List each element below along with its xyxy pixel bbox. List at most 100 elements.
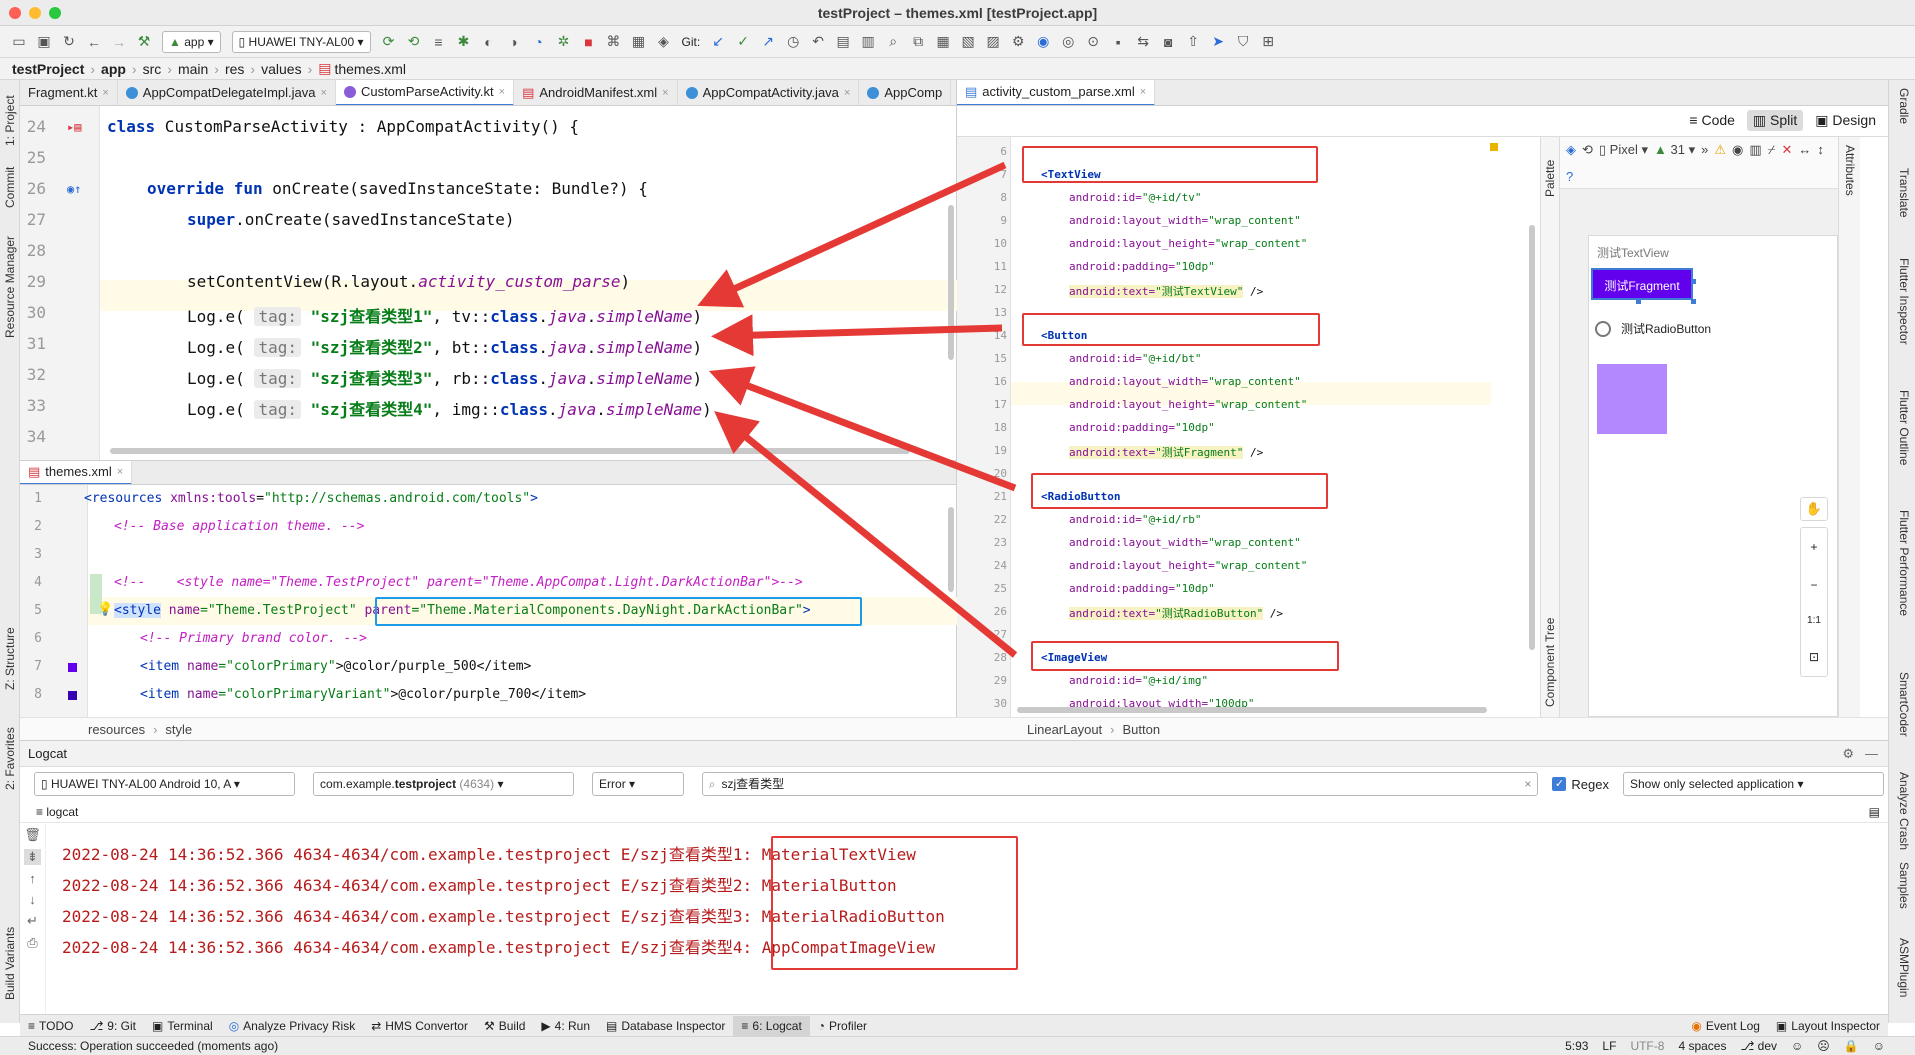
- caret-position[interactable]: 5:93: [1565, 1039, 1589, 1053]
- tool-window-flutter-inspector[interactable]: Flutter Inspector: [1897, 258, 1911, 345]
- override-gutter-icon[interactable]: ◉↑: [67, 182, 82, 196]
- constraint-icon[interactable]: ⌿: [1767, 141, 1776, 157]
- tool-window-gradle[interactable]: Gradle: [1897, 88, 1911, 125]
- hammer-icon[interactable]: ⚒: [137, 33, 151, 49]
- orientation-icon[interactable]: ⟲: [1582, 141, 1593, 157]
- tab-androidmanifest[interactable]: ▤AndroidManifest.xml×: [514, 80, 678, 105]
- logcat-level-select[interactable]: Error ▾: [592, 772, 684, 796]
- attach-icon[interactable]: ◑: [509, 33, 518, 50]
- tool-window-commit[interactable]: Commit: [3, 166, 17, 208]
- file-encoding[interactable]: UTF-8: [1630, 1039, 1665, 1053]
- device-manager-icon[interactable]: ▨: [986, 33, 1000, 49]
- git-commit-icon[interactable]: ✓: [737, 33, 750, 49]
- back-icon[interactable]: ←: [87, 33, 101, 50]
- tool-build[interactable]: ⚒Build: [483, 1018, 526, 1033]
- trash-icon[interactable]: 🗑: [24, 827, 41, 842]
- zoom-out-icon[interactable]: −: [1810, 577, 1818, 592]
- tool-todo[interactable]: ≡TODO: [28, 1018, 74, 1033]
- tool-window-smartcoder[interactable]: SmartCoder: [1897, 672, 1911, 737]
- preview-radiobutton[interactable]: 测试RadioButton: [1595, 320, 1711, 337]
- coverage-icon[interactable]: ◐: [484, 33, 493, 50]
- indent-setting[interactable]: 4 spaces: [1678, 1039, 1727, 1053]
- tab-themes-xml[interactable]: ▤themes.xml×: [20, 461, 133, 484]
- git-rollback-icon[interactable]: ↶: [812, 33, 825, 49]
- zoom-in-icon[interactable]: +: [1810, 539, 1818, 554]
- flutter-icon[interactable]: ◉: [1037, 33, 1050, 49]
- logcat-output[interactable]: 2022-08-24 14:36:52.366 4634-4634/com.ex…: [62, 841, 1862, 965]
- device-select[interactable]: ▯ HUAWEI TNY-AL00 ▾: [231, 30, 371, 53]
- close-icon[interactable]: ×: [662, 86, 669, 99]
- tool-terminal[interactable]: ▣Terminal: [151, 1018, 213, 1033]
- logcat-search-input[interactable]: ⌕szj查看类型×: [701, 772, 1539, 796]
- git-history-icon[interactable]: ◷: [787, 33, 800, 49]
- warning-marker[interactable]: [1490, 143, 1498, 151]
- tool-window-asmplugin[interactable]: ASMPlugin: [1897, 938, 1911, 998]
- avd-icon[interactable]: ▦: [631, 33, 646, 49]
- pan-icon[interactable]: ✋: [1800, 497, 1828, 521]
- tool-window-flutter-outline[interactable]: Flutter Outline: [1897, 390, 1911, 466]
- wrap-icon[interactable]: ↵: [27, 913, 38, 928]
- logcat-device-select[interactable]: ▯ HUAWEI TNY-AL00 Android 10, A ▾: [34, 772, 296, 796]
- zoom-actual-icon[interactable]: 1:1: [1807, 615, 1821, 627]
- breadcrumb-item[interactable]: testProject: [12, 60, 85, 77]
- tool-database-inspector[interactable]: ▤Database Inspector: [606, 1018, 726, 1033]
- tool-window-translate[interactable]: Translate: [1897, 168, 1911, 218]
- camera-icon[interactable]: ◙: [1163, 33, 1173, 50]
- debug-attach-icon[interactable]: ✲: [557, 33, 570, 49]
- more-icon[interactable]: »: [1701, 142, 1709, 157]
- open-folder-icon[interactable]: ▭: [12, 33, 26, 49]
- git-push-icon[interactable]: ↗: [762, 33, 775, 49]
- logcat-layout-icon[interactable]: ▤: [1868, 805, 1880, 819]
- breadcrumb-item[interactable]: src: [142, 60, 162, 77]
- run-list-icon[interactable]: ≡: [434, 33, 443, 50]
- neutral-face-icon[interactable]: ☹: [1817, 1039, 1830, 1053]
- logcat-filter-select[interactable]: Show only selected application ▾: [1623, 772, 1885, 796]
- apply-code-icon[interactable]: ⟲: [407, 33, 420, 49]
- close-icon[interactable]: ×: [102, 86, 109, 99]
- tool-window-structure[interactable]: Z: Structure: [3, 627, 17, 690]
- maximize-window-button[interactable]: [49, 7, 61, 19]
- split-mode-button[interactable]: ▥ Split: [1746, 110, 1804, 131]
- tool-logcat[interactable]: ≡6: Logcat: [733, 1015, 810, 1036]
- tab-appcompatactivity[interactable]: AppCompatActivity.java×: [678, 80, 860, 105]
- close-window-button[interactable]: [9, 7, 21, 19]
- layout-xml-horizontal-scrollbar[interactable]: [1017, 707, 1487, 713]
- close-icon[interactable]: ×: [320, 86, 327, 99]
- close-icon[interactable]: ×: [843, 86, 851, 99]
- preview-textview[interactable]: 测试TextView: [1597, 246, 1669, 260]
- scroll-up-icon[interactable]: ↑: [29, 871, 36, 886]
- eye-icon[interactable]: ◉: [1731, 141, 1744, 157]
- tool-window-project[interactable]: 1: Project: [3, 95, 17, 146]
- forward-icon[interactable]: →: [112, 33, 126, 50]
- disk-icon[interactable]: ▪: [1115, 33, 1121, 50]
- vertical-size-icon[interactable]: ↕: [1817, 142, 1824, 157]
- preview-imageview[interactable]: [1597, 364, 1667, 434]
- logcat-hide-icon[interactable]: —: [1865, 746, 1878, 761]
- tab-appcomp[interactable]: AppComp: [859, 80, 952, 105]
- horizontal-size-icon[interactable]: ↔: [1798, 142, 1812, 157]
- target-icon[interactable]: ⊙: [1087, 33, 1100, 49]
- save-icon[interactable]: ▣: [37, 33, 51, 49]
- settings-icon[interactable]: ⚙: [1011, 33, 1025, 49]
- logcat-process-select[interactable]: com.example.testproject (4634) ▾: [313, 772, 575, 796]
- breadcrumb-item[interactable]: themes.xml: [334, 60, 407, 77]
- soft-wrap-icon[interactable]: ⇟: [24, 849, 41, 865]
- upload-icon[interactable]: ⇧: [1187, 33, 1200, 49]
- component-tree-tab[interactable]: Component Tree: [1543, 617, 1557, 707]
- stop-icon[interactable]: ■: [584, 33, 593, 50]
- kotlin-code[interactable]: 24 25 26 27 28 29 30 31 32 33 34 ▸▤ ◉↑ c…: [26, 117, 712, 446]
- color-swatch-primary[interactable]: [68, 663, 77, 672]
- lock-icon[interactable]: 🔒: [1843, 1039, 1859, 1053]
- palette-tab[interactable]: Palette: [1543, 159, 1557, 197]
- design-mode-button[interactable]: ▣ Design: [1815, 112, 1876, 128]
- resize-handle[interactable]: [1691, 279, 1696, 284]
- logcat-subtab[interactable]: ≡ logcat: [36, 805, 79, 819]
- layout-icon[interactable]: ▥: [861, 33, 875, 49]
- line-separator[interactable]: LF: [1602, 1039, 1617, 1053]
- regex-checkbox[interactable]: ✓Regex: [1552, 777, 1609, 792]
- clear-constraints-icon[interactable]: ✕: [1781, 141, 1793, 157]
- globe-icon[interactable]: ◎: [1062, 33, 1075, 49]
- zoom-fit-icon[interactable]: ⊡: [1808, 650, 1820, 665]
- attributes-tab[interactable]: Attributes: [1843, 145, 1857, 196]
- api-picker[interactable]: ▲ 31 ▾: [1654, 141, 1696, 157]
